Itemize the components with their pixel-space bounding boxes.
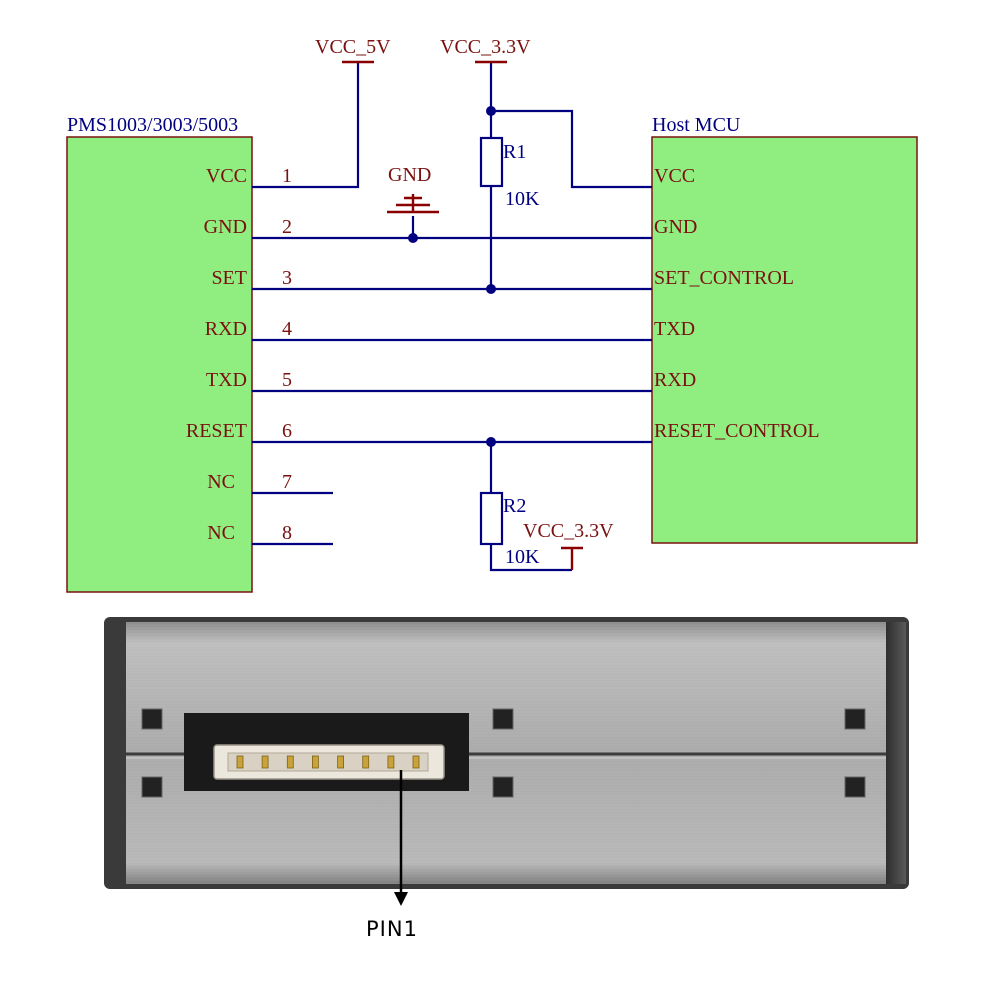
connector-pins bbox=[236, 755, 420, 769]
connector-pin bbox=[286, 755, 294, 769]
r2-value: 10K bbox=[505, 546, 540, 568]
connector-pin bbox=[337, 755, 345, 769]
host-pin-set-control: SET_CONTROL bbox=[654, 267, 794, 289]
junction-reset bbox=[486, 437, 496, 447]
r2-ref: R2 bbox=[503, 495, 526, 517]
power-symbols bbox=[342, 60, 583, 570]
junction-vcc33 bbox=[486, 106, 496, 116]
module-right-edge bbox=[886, 622, 906, 884]
gnd-label: GND bbox=[388, 164, 431, 186]
connector-inner bbox=[227, 752, 429, 772]
connector-pin bbox=[261, 755, 269, 769]
pin1-arrow-head bbox=[394, 892, 408, 906]
wire-vcc-5v bbox=[252, 62, 360, 189]
connector-pin bbox=[387, 755, 395, 769]
junctions bbox=[408, 106, 496, 447]
sensor-pin-nc7: NC bbox=[207, 471, 235, 493]
wires bbox=[252, 62, 652, 572]
hole-top-left bbox=[141, 708, 163, 730]
pin-number-3: 3 bbox=[282, 267, 292, 289]
pin-number-6: 6 bbox=[282, 420, 292, 442]
sensor-pin-gnd: GND bbox=[204, 216, 247, 238]
host-title: Host MCU bbox=[652, 114, 741, 136]
connector-pin bbox=[311, 755, 319, 769]
host-pin-rxd: RXD bbox=[654, 369, 696, 391]
sensor-box bbox=[66, 136, 253, 593]
sensor-pin-nc8: NC bbox=[207, 522, 235, 544]
sensor-pin-set: SET bbox=[211, 267, 247, 289]
module-photo bbox=[104, 617, 909, 889]
hole-top-right bbox=[844, 708, 866, 730]
connector-pin bbox=[412, 755, 420, 769]
host-box bbox=[651, 136, 918, 544]
host-pin-gnd: GND bbox=[654, 216, 697, 238]
junction-gnd bbox=[408, 233, 418, 243]
hole-bottom-right bbox=[844, 776, 866, 798]
pin-number-8: 8 bbox=[282, 522, 292, 544]
hole-top-middle bbox=[492, 708, 514, 730]
junction-set bbox=[486, 284, 496, 294]
vcc33-bottom-label: VCC_3.3V bbox=[523, 520, 614, 542]
module-holes bbox=[141, 708, 866, 798]
pin-number-7: 7 bbox=[282, 471, 292, 493]
host-pin-reset-control: RESET_CONTROL bbox=[654, 420, 820, 442]
host-pin-vcc: VCC bbox=[654, 165, 695, 187]
sensor-pin-rxd: RXD bbox=[205, 318, 247, 340]
resistor-r2 bbox=[479, 491, 504, 546]
connector-pin bbox=[362, 755, 370, 769]
pin1-pointer: PIN1 bbox=[366, 770, 418, 941]
pin-number-2: 2 bbox=[282, 216, 292, 238]
resistor-r1 bbox=[479, 136, 504, 188]
r2-bottom-lead bbox=[489, 544, 572, 572]
sensor-pin-vcc: VCC bbox=[206, 165, 247, 187]
host-pin-txd: TXD bbox=[654, 318, 695, 340]
wire-vcc33-host bbox=[489, 62, 652, 189]
pin1-label: PIN1 bbox=[366, 917, 418, 941]
pin-number-1: 1 bbox=[282, 165, 292, 187]
hole-bottom-left bbox=[141, 776, 163, 798]
connector-pin bbox=[236, 755, 244, 769]
vcc5-label: VCC_5V bbox=[315, 36, 391, 58]
pin-number-4: 4 bbox=[282, 318, 292, 340]
hole-bottom-middle bbox=[492, 776, 514, 798]
sensor-pin-reset: RESET bbox=[186, 420, 247, 442]
pin-number-5: 5 bbox=[282, 369, 292, 391]
vcc33-top-label: VCC_3.3V bbox=[440, 36, 531, 58]
schematic: PMS1003/3003/5003 Host MCU VCC GND SET R… bbox=[66, 36, 918, 593]
r1-ref: R1 bbox=[503, 141, 526, 163]
sensor-pin-txd: TXD bbox=[206, 369, 247, 391]
r1-value: 10K bbox=[505, 188, 540, 210]
sensor-title: PMS1003/3003/5003 bbox=[67, 114, 238, 136]
